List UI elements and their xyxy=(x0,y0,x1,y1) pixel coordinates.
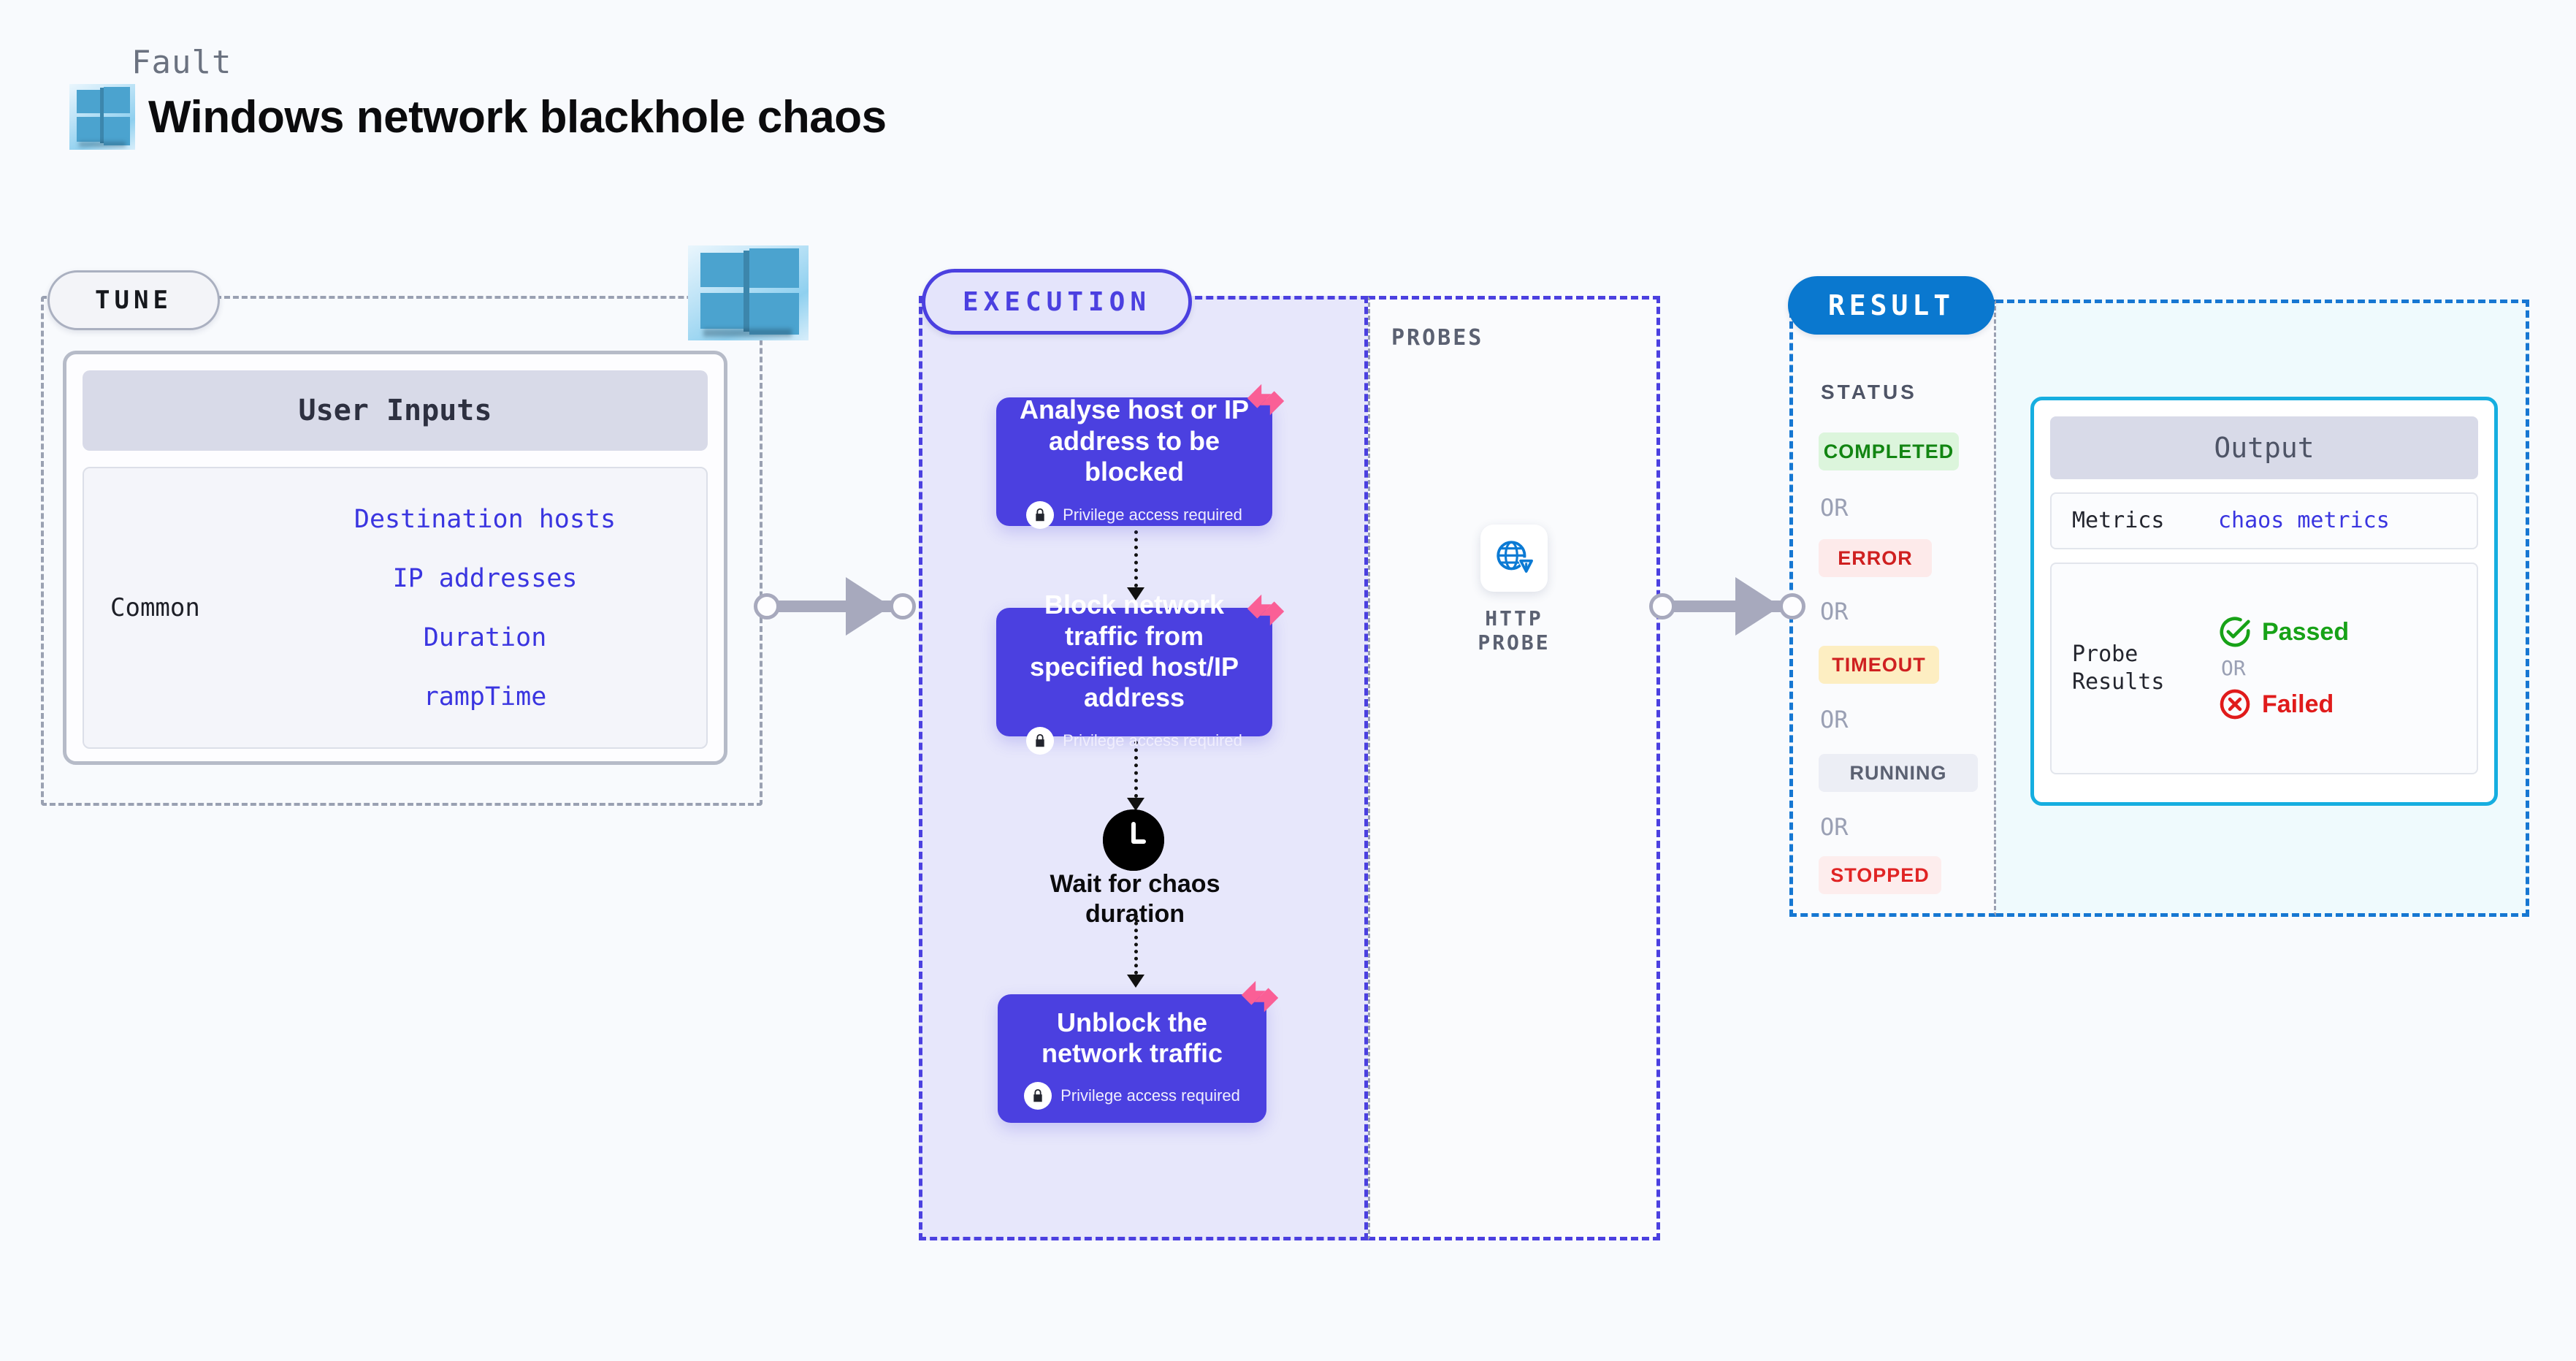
probes-zone xyxy=(1368,296,1660,1240)
probe-passed-text: Passed xyxy=(2262,617,2350,646)
privilege-note: Privilege access required xyxy=(1026,500,1242,529)
probe-results-values: Passed OR Failed xyxy=(2218,615,2349,721)
arrow-head-icon xyxy=(846,577,891,636)
lock-icon xyxy=(1026,726,1055,755)
or-label: OR xyxy=(1820,494,1849,522)
output-card: Output Metrics chaos metrics Probe Resul… xyxy=(2030,397,2498,806)
connector-tune-to-execution xyxy=(754,577,916,636)
probe-failed-text: Failed xyxy=(2262,690,2334,718)
page-title: Windows network blackhole chaos xyxy=(148,91,887,142)
tune-zone xyxy=(41,296,763,806)
execution-step-card[interactable]: Block network traffic from specified hos… xyxy=(996,590,1285,755)
litmus-chaos-icon xyxy=(1247,594,1285,626)
metrics-row: Metrics chaos metrics xyxy=(2050,492,2478,549)
or-label: OR xyxy=(1820,813,1849,841)
probe-result-failed: Failed xyxy=(2218,687,2349,721)
probe-results-key: Probe Results xyxy=(2072,641,2165,695)
title-row: Windows network blackhole chaos xyxy=(69,84,887,150)
probe-results-row: Probe Results Passed OR Failed xyxy=(2050,562,2478,774)
user-inputs-body: Common Destination hosts IP addresses Du… xyxy=(83,467,708,749)
execution-step-card[interactable]: Analyse host or IP address to be blocked… xyxy=(996,384,1285,529)
probes-section-label: PROBES xyxy=(1391,325,1484,351)
parameter-item[interactable]: Destination hosts xyxy=(353,504,616,534)
fault-label: Fault xyxy=(131,44,232,81)
status-section-label: STATUS xyxy=(1821,381,1917,403)
parameter-list: Destination hosts IP addresses Duration … xyxy=(264,505,706,712)
status-badge: TIMEOUT xyxy=(1819,646,1939,684)
lock-icon xyxy=(1026,500,1055,529)
privilege-note-text: Privilege access required xyxy=(1063,505,1242,524)
windows-logo-icon xyxy=(69,84,135,150)
privilege-note-text: Privilege access required xyxy=(1060,1086,1240,1105)
step-title: Block network traffic from specified hos… xyxy=(1029,590,1239,713)
parameter-item[interactable]: rampTime xyxy=(423,682,547,712)
privilege-note: Privilege access required xyxy=(1024,1082,1240,1110)
litmus-chaos-icon xyxy=(1247,384,1285,416)
wait-node-label: Wait for chaos duration xyxy=(1050,870,1220,928)
input-group-label: Common xyxy=(110,593,200,622)
result-pill[interactable]: RESULT xyxy=(1788,276,1995,335)
check-circle-icon xyxy=(2220,617,2250,647)
globe-warning-icon xyxy=(1480,525,1548,592)
page-header: Fault Windows network blackhole chaos xyxy=(69,44,887,150)
status-badge: RUNNING xyxy=(1819,754,1978,792)
status-badge: ERROR xyxy=(1819,539,1932,577)
or-label: OR xyxy=(1820,706,1849,733)
or-label: OR xyxy=(2221,656,2246,680)
step-title: Analyse host or IP address to be blocked xyxy=(1019,394,1250,487)
user-inputs-header: User Inputs xyxy=(83,370,708,451)
x-circle-icon xyxy=(2220,689,2250,720)
metrics-value[interactable]: chaos metrics xyxy=(2218,508,2390,534)
lock-icon xyxy=(1024,1082,1052,1110)
clock-icon xyxy=(1103,809,1164,871)
connector-execution-to-result xyxy=(1649,577,1805,636)
tune-pill[interactable]: TUNE xyxy=(47,270,220,330)
tune-card: User Inputs Common Destination hosts IP … xyxy=(63,351,727,765)
execution-pill[interactable]: EXECUTION xyxy=(922,269,1192,335)
parameter-item[interactable]: Duration xyxy=(423,622,547,652)
or-label: OR xyxy=(1820,598,1849,625)
parameter-item[interactable]: IP addresses xyxy=(392,563,578,593)
probe-item[interactable]: HTTP PROBE xyxy=(1452,525,1576,655)
windows-logo-icon xyxy=(688,245,809,340)
status-badge: STOPPED xyxy=(1819,856,1941,894)
probe-result-passed: Passed xyxy=(2218,615,2349,649)
execution-step-card[interactable]: Unblock the network traffic Privilege ac… xyxy=(998,980,1279,1123)
probe-label: HTTP PROBE xyxy=(1478,606,1551,655)
litmus-chaos-icon xyxy=(1241,980,1279,1013)
status-badge: COMPLETED xyxy=(1819,432,1959,470)
arrow-head-icon xyxy=(1735,577,1781,636)
privilege-note-text: Privilege access required xyxy=(1063,731,1242,750)
step-title: Unblock the network traffic xyxy=(1041,1007,1223,1068)
metrics-key: Metrics xyxy=(2072,508,2165,533)
privilege-note: Privilege access required xyxy=(1026,726,1242,755)
output-header: Output xyxy=(2050,416,2478,479)
